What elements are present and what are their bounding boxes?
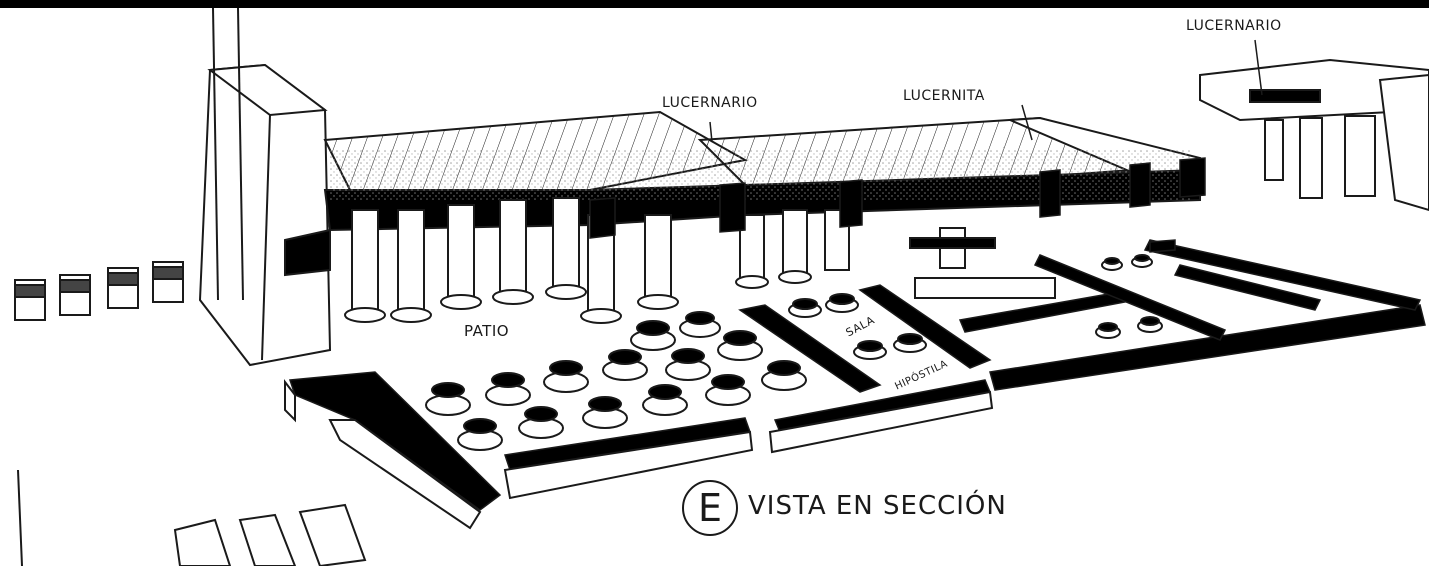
sphinx-row — [14, 261, 184, 321]
column-bases — [425, 254, 1163, 451]
shrine — [909, 227, 1056, 299]
top-border-band — [0, 0, 1429, 8]
label-patio: PATIO — [464, 322, 510, 340]
view-letter-badge: E — [682, 480, 738, 536]
patio-columns — [344, 197, 679, 324]
pylon — [198, 7, 332, 367]
label-lucernario-top: LUCERNARIO — [1186, 18, 1282, 34]
view-letter: E — [697, 486, 722, 530]
skylight-detail — [1199, 58, 1429, 212]
front-plinths — [284, 379, 994, 530]
leader-lines — [709, 39, 1263, 143]
label-lucernario-mid: LUCERNARIO — [662, 95, 758, 111]
back-wall-stipple — [330, 150, 1190, 200]
plan-walls — [288, 157, 1426, 511]
paving-slabs — [17, 469, 367, 566]
label-lucernita: LUCERNITA — [903, 88, 985, 104]
hypostyle-columns — [735, 209, 850, 289]
view-title: VISTA EN SECCIÓN — [748, 491, 1007, 521]
